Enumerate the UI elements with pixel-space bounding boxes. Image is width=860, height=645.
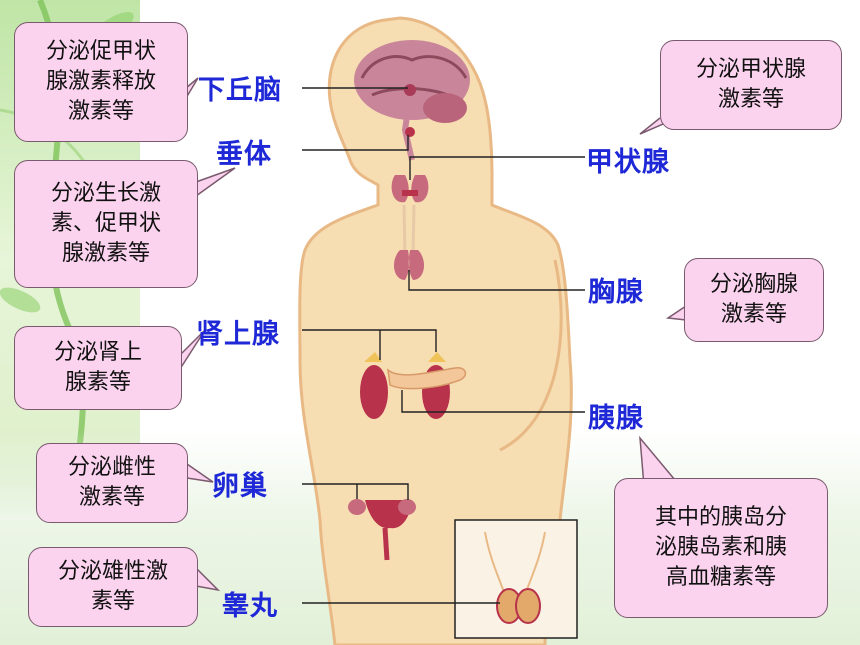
thyroid-icon bbox=[391, 175, 429, 256]
hypothalamus-label: 下丘脑 bbox=[198, 75, 282, 106]
adrenal-label: 肾上腺 bbox=[196, 319, 280, 350]
testis-icon bbox=[484, 531, 546, 624]
testis-label: 睾丸 bbox=[222, 591, 278, 622]
testis-callout-text: 分泌雄性激 素等 bbox=[57, 559, 168, 614]
thyroid-callout: 分泌甲状腺 激素等 bbox=[660, 40, 842, 130]
ovary-callout-text: 分泌雌性 激素等 bbox=[67, 455, 156, 510]
thymus-icon bbox=[393, 250, 425, 280]
thyroid-label: 甲状腺 bbox=[586, 147, 670, 178]
hypothalamus-callout-text: 分泌促甲状 腺激素释放 激素等 bbox=[45, 39, 156, 124]
thymus-callout-text: 分泌胸腺 激素等 bbox=[709, 272, 798, 327]
thyroid-callout-text: 分泌甲状腺 激素等 bbox=[695, 57, 806, 112]
pituitary-label: 垂体 bbox=[216, 139, 272, 170]
thymus-callout: 分泌胸腺 激素等 bbox=[684, 258, 824, 342]
adrenal-callout: 分泌肾上 腺素等 bbox=[14, 326, 182, 410]
pituitary-icon bbox=[405, 127, 415, 137]
ovary-callout: 分泌雌性 激素等 bbox=[36, 443, 188, 523]
ovary-label: 卵巢 bbox=[212, 471, 268, 502]
pituitary-callout: 分泌生长激 素、促甲状 腺激素等 bbox=[14, 160, 198, 288]
adrenal-callout-text: 分泌肾上 腺素等 bbox=[53, 340, 142, 395]
hypothalamus-callout: 分泌促甲状 腺激素释放 激素等 bbox=[14, 22, 188, 142]
leader-lines bbox=[302, 87, 585, 604]
thymus-label: 胸腺 bbox=[588, 277, 644, 308]
callout-tails bbox=[179, 77, 687, 592]
ovary-uterus-icon bbox=[348, 499, 416, 561]
brain-icon bbox=[354, 40, 470, 161]
pancreas-callout: 其中的胰岛分 泌胰岛素和胰 高血糖素等 bbox=[614, 478, 828, 618]
pituitary-callout-text: 分泌生长激 素、促甲状 腺激素等 bbox=[50, 181, 161, 266]
pancreas-callout-text: 其中的胰岛分 泌胰岛素和胰 高血糖素等 bbox=[654, 505, 787, 590]
pancreas-label: 胰腺 bbox=[588, 403, 644, 434]
testis-callout: 分泌雄性激 素等 bbox=[28, 547, 198, 627]
pancreas-icon bbox=[387, 366, 467, 390]
